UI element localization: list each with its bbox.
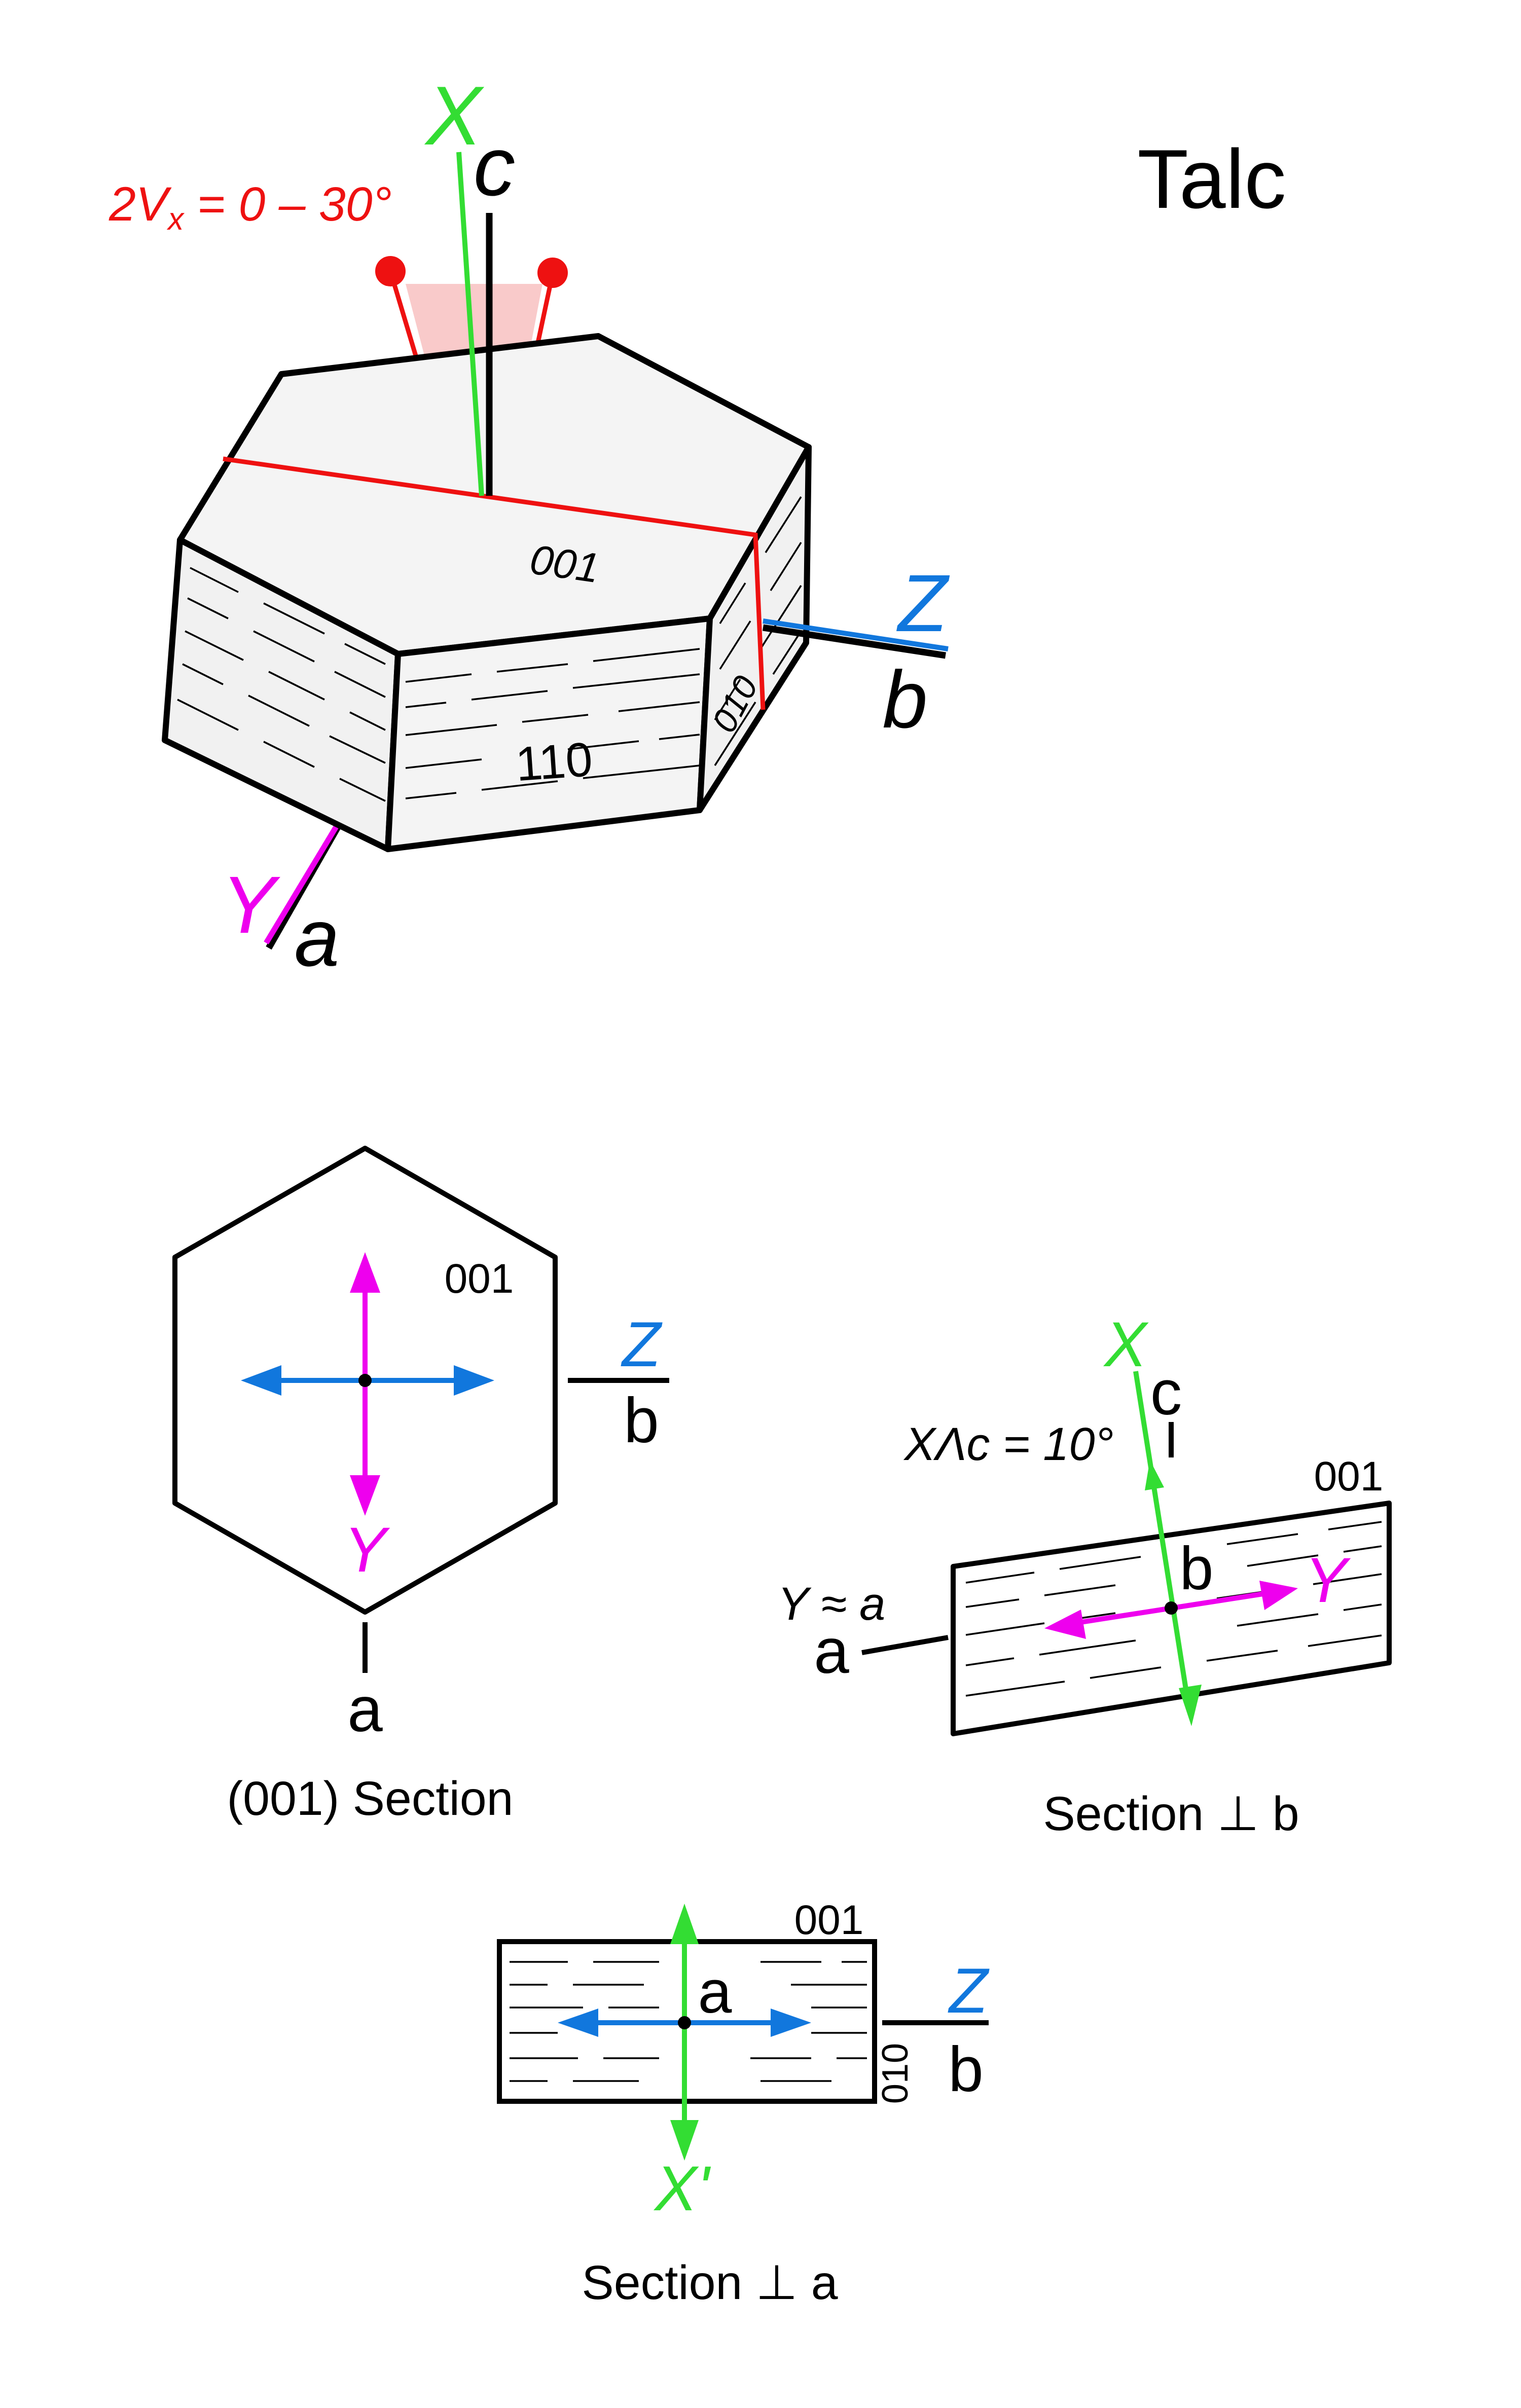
section-perp-a-face-label: 001 [794, 1897, 864, 1943]
section-001-y-arrowhead-top [350, 1252, 380, 1293]
face-010 [697, 444, 812, 813]
section-perp-b-y-label: Y [1305, 1545, 1351, 1616]
section-perp-b: X c XΛc = 10° 001 b Y Y ≈ a a Section ⊥ … [778, 1309, 1392, 1841]
b-axis-line [763, 624, 946, 659]
section-perp-b-caption: Section ⊥ b [1043, 1787, 1299, 1841]
section-perp-b-a-label: a [814, 1616, 849, 1687]
section-perp-b-face-label: 001 [1314, 1453, 1384, 1500]
crystal-z-label: Z [896, 558, 950, 648]
section-perp-b-y-arrowhead-right [1259, 1581, 1298, 1610]
section-001-face-label: 001 [445, 1256, 514, 1302]
cleavage-lines-right [714, 496, 802, 766]
section-perp-b-center-dot [1165, 1601, 1178, 1615]
crystal-a-label: a [295, 892, 340, 983]
section-perp-a-center-dot [678, 2016, 691, 2029]
section-perp-b-c-label: c [1150, 1358, 1182, 1428]
section-perp-a-center-label: a [698, 1958, 732, 2026]
section-perp-a-xprime-arrowhead-bottom [670, 2120, 699, 2161]
section-perp-a-xprime-label: X' [653, 2154, 711, 2224]
cleavage-lines-front [405, 648, 700, 799]
section-001-caption: (001) Section [227, 1772, 513, 1826]
section-perp-a-xprime-arrowhead-top [670, 1904, 699, 1944]
section-perp-a-z-arrowhead-left [558, 2009, 598, 2037]
optic-axial-plane [223, 456, 766, 710]
face-110-label: 110 [514, 733, 594, 791]
section-001-a-label: a [347, 1674, 383, 1745]
section-perp-a-010-label: 010 [875, 2043, 916, 2104]
talc-crystal-3d: X c 2Vx = 0 – 30° 001 110 010 Z b Y a [108, 69, 950, 983]
section-perp-b-x-arrowhead-top [1145, 1460, 1164, 1490]
section-perp-b-x-arrowhead-bottom [1179, 1685, 1202, 1726]
z-axis-line [763, 618, 949, 651]
diagram-title: Talc [1137, 132, 1286, 226]
crystal-y-label: Y [222, 859, 281, 950]
section-perp-a: 001 a Z b 010 X' Section ⊥ a [497, 1897, 990, 2310]
section-001-center-dot [358, 1374, 372, 1387]
section-perp-b-y-arrowhead-left [1044, 1610, 1086, 1639]
section-perp-b-x-arrow [1133, 1371, 1191, 1709]
cleavage-lines-left [177, 567, 386, 802]
section-001-z-arrowhead-left [241, 1365, 281, 1396]
section-001: 001 Z b Y a (001) Section [172, 1146, 669, 1826]
section-perp-b-y-approx: Y ≈ a [778, 1578, 885, 1630]
section-perp-b-center-label: b [1180, 1535, 1214, 1602]
section-perp-b-outline [951, 1501, 1392, 1736]
section-001-b-label: b [624, 1385, 659, 1456]
section-perp-a-caption: Section ⊥ a [582, 2256, 838, 2310]
optic-axis-right-dot [537, 258, 568, 288]
crystal-b-label: b [883, 654, 928, 745]
twov-label: 2Vx = 0 – 30° [108, 177, 392, 237]
optic-axis-left-dot [375, 256, 406, 286]
section-perp-a-cleavage [510, 1961, 867, 2082]
section-perp-a-z-arrowhead-right [771, 2009, 811, 2037]
x-axis-line [456, 152, 484, 496]
crystal-c-label: c [474, 120, 516, 213]
section-001-z-arrowhead-right [454, 1365, 494, 1396]
section-perp-a-b-label: b [948, 2034, 984, 2105]
section-001-y-label: Y [344, 1515, 390, 1585]
section-001-y-arrowhead-bottom [350, 1475, 380, 1516]
section-001-z-label: Z [621, 1309, 663, 1380]
face-001-label: 001 [527, 536, 602, 592]
section-perp-b-x-label: X [1103, 1309, 1149, 1380]
crystal-x-label: X [424, 69, 485, 162]
section-perp-b-extinction: XΛc = 10° [903, 1418, 1114, 1470]
section-perp-a-z-label: Z [948, 1956, 990, 2026]
section-perp-b-a-axis [861, 1635, 949, 1655]
